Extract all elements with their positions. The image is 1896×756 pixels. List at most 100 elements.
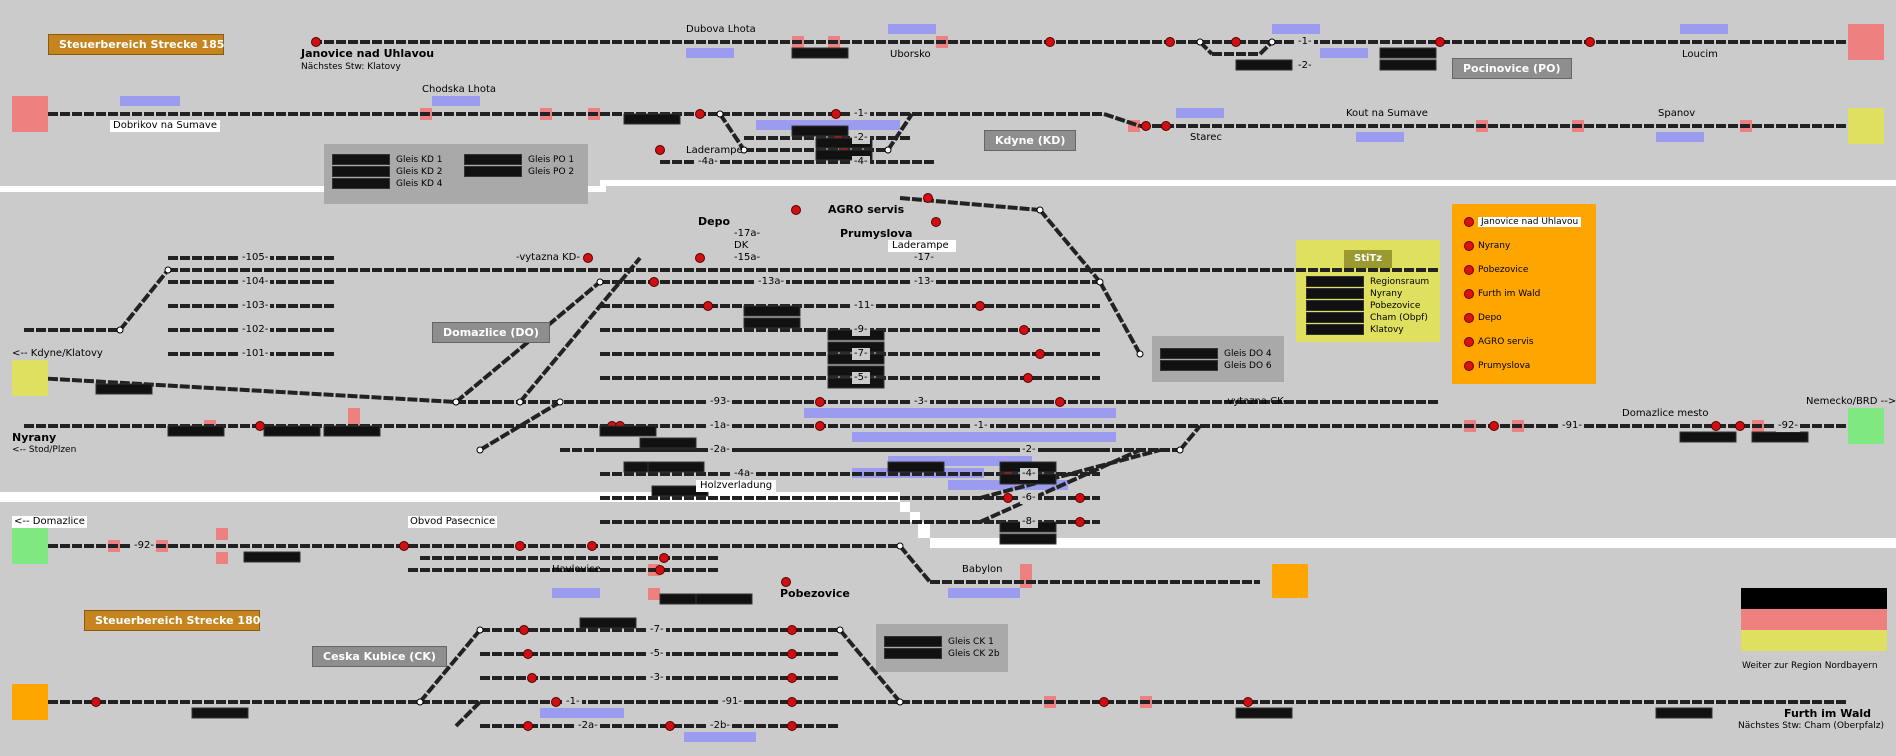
signal-icon[interactable] (787, 649, 797, 659)
exit-block-janovice[interactable] (12, 96, 48, 132)
exit-block-loucim[interactable] (1848, 24, 1884, 60)
stitz-title[interactable]: StiTz (1344, 250, 1393, 268)
signal-icon[interactable] (1585, 37, 1595, 47)
signal-icon[interactable] (1735, 421, 1745, 431)
signal-icon[interactable] (399, 541, 409, 551)
signal-icon[interactable] (831, 109, 841, 119)
legend-row[interactable]: Prumyslova (1464, 360, 1581, 384)
switch-icon[interactable] (476, 446, 484, 454)
switch-icon[interactable] (164, 266, 172, 274)
station-janovice[interactable]: Janovice nad Uhlavou (301, 47, 435, 60)
signal-icon[interactable] (1141, 121, 1151, 131)
signal-icon[interactable] (975, 301, 985, 311)
station-pobezovice[interactable]: Pobezovice (780, 587, 850, 600)
signal-icon[interactable] (551, 697, 561, 707)
signal-icon[interactable] (1075, 517, 1085, 527)
signal-icon[interactable] (1243, 697, 1253, 707)
stitz-row[interactable]: Regionsraum (1306, 276, 1429, 288)
switch-icon[interactable] (1136, 350, 1144, 358)
station-depo[interactable]: Depo (698, 215, 731, 228)
signal-icon[interactable] (527, 673, 537, 683)
station-domazlice[interactable]: Domazlice (DO) (432, 322, 550, 343)
panel-kd-row[interactable]: Gleis KD 2 (332, 166, 442, 178)
signal-icon[interactable] (1045, 37, 1055, 47)
panel-ck-row[interactable]: Gleis CK 2b (884, 648, 1000, 660)
station-ceska-kubice[interactable]: Ceska Kubice (CK) (312, 646, 447, 667)
panel-do-row[interactable]: Gleis DO 4 (1160, 348, 1272, 360)
signal-icon[interactable] (91, 697, 101, 707)
exit-block-nemecko[interactable] (1848, 408, 1884, 444)
switch-icon[interactable] (836, 626, 844, 634)
signal-icon[interactable] (655, 565, 665, 575)
signal-icon[interactable] (1035, 349, 1045, 359)
switch-icon[interactable] (896, 698, 904, 706)
station-pocinovice[interactable]: Pocinovice (PO) (1452, 58, 1572, 79)
signal-icon[interactable] (659, 553, 669, 563)
exit-block-spanov[interactable] (1848, 108, 1884, 144)
signal-icon[interactable] (1231, 37, 1241, 47)
signal-icon[interactable] (665, 721, 675, 731)
station-agro[interactable]: AGRO servis (828, 203, 905, 216)
panel-do-row[interactable]: Gleis DO 6 (1160, 360, 1272, 372)
signal-icon[interactable] (1075, 493, 1085, 503)
signal-icon[interactable] (523, 649, 533, 659)
signal-icon[interactable] (787, 673, 797, 683)
signal-icon[interactable] (1019, 325, 1029, 335)
signal-icon[interactable] (815, 421, 825, 431)
switch-icon[interactable] (596, 278, 604, 286)
legend-row[interactable]: Depo (1464, 312, 1581, 336)
switch-icon[interactable] (1036, 206, 1044, 214)
signal-icon[interactable] (1489, 421, 1499, 431)
stitz-row[interactable]: Nyrany (1306, 288, 1429, 300)
station-kdyne[interactable]: Kdyne (KD) (984, 130, 1077, 151)
signal-icon[interactable] (655, 145, 665, 155)
switch-icon[interactable] (1096, 278, 1104, 286)
switch-icon[interactable] (1196, 38, 1204, 46)
signal-icon[interactable] (787, 697, 797, 707)
panel-ck-row[interactable]: Gleis CK 1 (884, 636, 1000, 648)
switch-icon[interactable] (416, 698, 424, 706)
panel-kd-row[interactable]: Gleis KD 4 (332, 178, 442, 190)
exit-block-kdyne[interactable] (12, 360, 48, 396)
signal-icon[interactable] (583, 253, 593, 263)
stitz-row[interactable]: Pobezovice (1306, 300, 1429, 312)
signal-icon[interactable] (1711, 421, 1721, 431)
signal-icon[interactable] (523, 721, 533, 731)
stitz-row[interactable]: Cham (Obpf) (1306, 312, 1429, 324)
signal-icon[interactable] (695, 109, 705, 119)
signal-icon[interactable] (649, 277, 659, 287)
legend-row[interactable]: Nyrany (1464, 240, 1581, 264)
signal-icon[interactable] (781, 577, 791, 587)
signal-icon[interactable] (923, 193, 933, 203)
legend-row[interactable]: Furth im Wald (1464, 288, 1581, 312)
signal-icon[interactable] (931, 217, 941, 227)
signal-icon[interactable] (1055, 397, 1065, 407)
panel-po-row[interactable]: Gleis PO 1 (464, 154, 574, 166)
switch-icon[interactable] (1268, 38, 1276, 46)
switch-icon[interactable] (516, 398, 524, 406)
signal-icon[interactable] (515, 541, 525, 551)
switch-icon[interactable] (476, 626, 484, 634)
signal-icon[interactable] (1003, 493, 1013, 503)
switch-icon[interactable] (452, 398, 460, 406)
exit-block-ck[interactable] (12, 684, 48, 720)
switch-icon[interactable] (740, 146, 748, 154)
signal-icon[interactable] (787, 625, 797, 635)
stitz-row[interactable]: Klatovy (1306, 324, 1429, 336)
switch-icon[interactable] (896, 542, 904, 550)
station-furth[interactable]: Furth im Wald (1784, 707, 1872, 720)
signal-icon[interactable] (791, 205, 801, 215)
switch-icon[interactable] (116, 326, 124, 334)
legend-row[interactable]: Pobezovice (1464, 264, 1581, 288)
exit-block-domazlice[interactable] (12, 528, 48, 564)
signal-icon[interactable] (255, 421, 265, 431)
signal-icon[interactable] (311, 37, 321, 47)
signal-icon[interactable] (787, 721, 797, 731)
switch-icon[interactable] (1176, 446, 1184, 454)
legend-row[interactable]: AGRO servis (1464, 336, 1581, 360)
signal-icon[interactable] (703, 301, 713, 311)
signal-icon[interactable] (1435, 37, 1445, 47)
exit-block-babylon[interactable] (1272, 564, 1308, 598)
switch-icon[interactable] (884, 146, 892, 154)
switch-icon[interactable] (716, 110, 724, 118)
